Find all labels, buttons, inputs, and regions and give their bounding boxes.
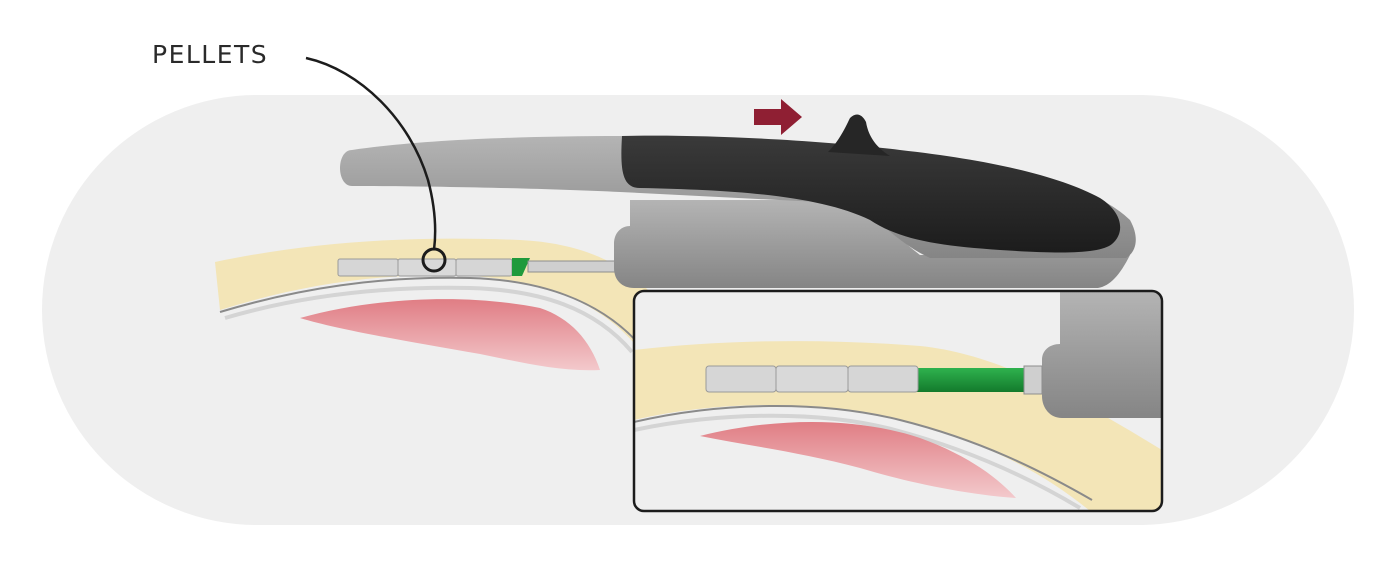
callout-marker-circle: [421, 247, 447, 273]
inset-fascia-line: [634, 404, 1093, 501]
applicator-grip: [621, 135, 1121, 253]
pellet: [847, 365, 919, 393]
inset-frame: [632, 289, 1164, 513]
muscle-layer: [300, 299, 600, 371]
pellet: [705, 365, 777, 393]
pellet: [775, 365, 849, 393]
callout-label: PELLETS: [152, 40, 269, 69]
inset-needle-tip: [917, 368, 1025, 392]
inset-applicator-head: [1042, 291, 1162, 418]
pellet: [455, 258, 513, 277]
direction-arrow-icon: [754, 99, 802, 135]
callout-leader-line: [305, 56, 437, 251]
applicator-body: [614, 200, 1130, 288]
pellet: [337, 258, 399, 277]
needle-tip: [512, 258, 530, 276]
inset-fascia-line-inner: [634, 413, 1082, 510]
skin-fascia-line-inner: [224, 285, 634, 354]
skin-fascia-line: [219, 276, 641, 346]
applicator: [340, 114, 1136, 288]
applicator-trigger: [828, 114, 890, 156]
inset-muscle-layer: [700, 421, 1016, 498]
inset-detail-view: [634, 291, 1162, 511]
inset-needle-collar: [1023, 365, 1043, 395]
applicator-needle: [527, 260, 617, 273]
